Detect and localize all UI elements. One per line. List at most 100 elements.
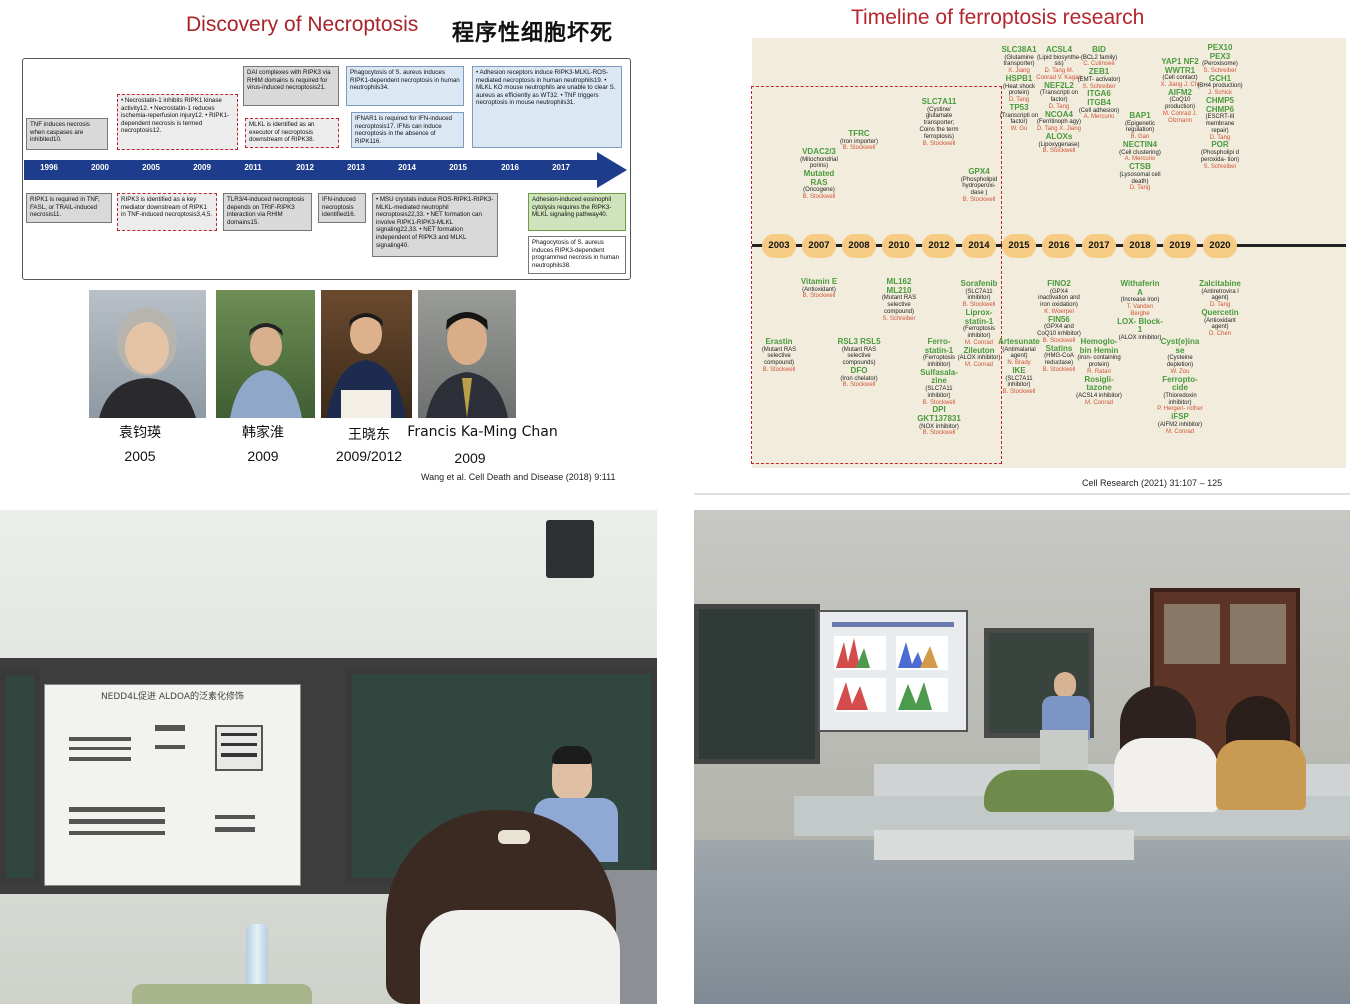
description: (Cell clustering) xyxy=(1119,149,1161,156)
molecule-name: DPI GKT137831 xyxy=(917,405,961,423)
necroptosis-title-cn: 程序性细胞坏死 xyxy=(452,21,614,46)
molecule-name: iFSP xyxy=(1171,412,1189,422)
molecule-name: Zalcitabine xyxy=(1199,279,1241,288)
molecule-name: Artesunate xyxy=(998,337,1040,346)
description: (Transcripti on factor) xyxy=(1039,90,1079,104)
researcher-name: M. Conrad J. Olzmann xyxy=(1162,110,1198,124)
year-label: 2012 xyxy=(296,163,314,172)
molecule-name: ML162 ML210 xyxy=(886,277,912,295)
molecule-name: Hemoglo- bin Hemin xyxy=(1079,337,1119,355)
molecule-name: Sulfasala- zine xyxy=(920,367,958,386)
description: (Iron- containing protein) xyxy=(1077,355,1121,368)
molecule-name: VDAC2/3 xyxy=(802,147,836,156)
researcher-name: D. Tang xyxy=(1209,134,1231,141)
description: (Lipid biosynthe- sis) xyxy=(1036,54,1082,68)
researcher-name: S. Schreiber xyxy=(1082,83,1116,90)
molecule-name: ALOXs xyxy=(1045,131,1073,141)
description: (Peroxisome) xyxy=(1202,61,1238,68)
chalkboard-left xyxy=(694,604,820,764)
molecule-name: RSL3 RSL5 xyxy=(837,337,881,346)
description: (BCL2 family) xyxy=(1080,54,1118,61)
description: (Glutamine transporter) xyxy=(1003,54,1035,68)
ferro-bottom-item: Erastin(Mutant RAS selective compound)B.… xyxy=(756,337,802,374)
desk-top xyxy=(874,830,1134,860)
year-badge: 2014 xyxy=(962,234,996,258)
researcher-name: B. Stockwell xyxy=(962,302,996,309)
description: (Lysosomal cell death) xyxy=(1119,171,1161,185)
description: (CoQ10 production) xyxy=(1164,97,1196,111)
researcher-name: B. Stockwell xyxy=(1042,148,1076,155)
researcher-name: B. Stockwell xyxy=(842,145,876,152)
description: (ALOX inhibitor) xyxy=(1118,334,1162,341)
researcher-name: K. Woerpel xyxy=(1044,308,1074,315)
description: (Thioredoxin inhibitor) xyxy=(1163,392,1197,406)
researcher-name: S. Schreiber xyxy=(1203,67,1237,74)
ferro-top-item: GPX4(Phospholipid hydroperoxi- dase )B. … xyxy=(956,167,1002,204)
researcher-name: M. Conrad xyxy=(964,339,993,346)
molecule-name: Rosigli- tazone xyxy=(1084,374,1114,393)
molecule-name: Quercetin xyxy=(1201,307,1239,317)
necro-top-box-7: • Adhesion receptors induce RIPK3-MLKL-R… xyxy=(472,66,622,148)
molecule-name: Ferro- statin-1 xyxy=(924,337,954,355)
researcher-name: C. Culmsee xyxy=(1083,61,1115,68)
year-label: 1996 xyxy=(40,163,58,172)
year-badge: 2007 xyxy=(802,234,836,258)
description: (SLC7A11 inhibitor) xyxy=(965,288,993,302)
year-badge: 2010 xyxy=(882,234,916,258)
molecule-name: IKE xyxy=(1012,365,1026,375)
molecule-name: FINO2 xyxy=(1047,279,1071,288)
year-badge: 2020 xyxy=(1203,234,1237,258)
ferro-top-item: YAP1 NF2 WWTR1(Cell contact)X. Jiang J. … xyxy=(1157,57,1203,125)
description: (ALOX inhibitor) xyxy=(957,355,1001,362)
year-label: 2015 xyxy=(449,163,467,172)
person-name: Francis Ka-Ming Chan xyxy=(407,424,558,440)
lecture-photo-left: NEDD4L促进 ALDOA的泛素化修饰 xyxy=(0,510,657,1004)
molecule-name: Mutated RAS xyxy=(803,169,835,187)
necroptosis-slide: Discovery of Necroptosis 程序性细胞坏死 TNF ind… xyxy=(0,0,657,500)
description: (ESCRT-III membrane repair) xyxy=(1205,114,1235,134)
molecule-name: Sorafenib xyxy=(960,279,998,288)
description: (Ferritinoph agy) xyxy=(1036,119,1081,126)
portrait-photo xyxy=(89,290,206,418)
necro-bottom-box-5: • MSU crystals induce ROS-RIPK1-RIPK3-ML… xyxy=(372,193,498,257)
researcher-name: M. Conrad xyxy=(1165,428,1194,435)
researcher-name: W. Gu xyxy=(1010,126,1028,133)
molecule-name: Liprox- statin-1 xyxy=(964,307,994,326)
researcher-name: B. Stockwell xyxy=(842,382,876,389)
description: (Increase iron) xyxy=(1120,297,1160,304)
year-badge: 2018 xyxy=(1123,234,1157,258)
necro-top-box-6: IFNAR1 is required for IFN-induced necro… xyxy=(351,112,464,148)
description: (Cell adhesion) xyxy=(1078,107,1120,114)
researcher-name: S. Schreiber xyxy=(882,315,916,322)
researcher-name: D. Tang M. Conrad V. Kagan xyxy=(1036,68,1082,81)
year-label: 2005 xyxy=(142,163,160,172)
necroptosis-citation: Wang et al. Cell Death and Disease (2018… xyxy=(421,472,616,482)
molecule-name: GPX4 xyxy=(968,167,990,176)
ferro-bottom-item: Withaferin A(Increase iron)T. Vanden Ber… xyxy=(1117,279,1163,342)
molecule-name: PEX10 PEX3 xyxy=(1207,43,1233,61)
year-label: 2014 xyxy=(398,163,416,172)
year-badge: 2003 xyxy=(762,234,796,258)
person-year: 2009 xyxy=(454,450,486,466)
molecule-name: NECTIN4 xyxy=(1122,139,1158,149)
person-name: 袁钧瑛 xyxy=(119,425,161,441)
year-label: 2000 xyxy=(91,163,109,172)
ferro-bottom-item: ML162 ML210(Mutant RAS selective compoun… xyxy=(876,277,922,322)
portrait-photo xyxy=(216,290,315,418)
molecule-name: LOX- Block-1 xyxy=(1117,316,1163,335)
molecule-name: Zileuton xyxy=(963,345,995,355)
description: (Ferroptosis inhibitor) xyxy=(922,355,955,368)
year-label: 2009 xyxy=(193,163,211,172)
molecule-name: ACSL4 xyxy=(1045,45,1073,54)
necro-top-box-4: MLKL is identified as an executor of nec… xyxy=(245,118,339,148)
researcher-name: B. Stockwell xyxy=(802,194,836,201)
chalkboard-left xyxy=(0,670,40,884)
ferro-bottom-item: Zalcitabine(Antiretrovira l agent)D. Tan… xyxy=(1197,279,1243,338)
description: (EMT- activator) xyxy=(1077,76,1121,83)
molecule-name: ITGA6 ITGB4 xyxy=(1087,89,1111,107)
necro-top-box-3: DAI complexes with RIPK3 via RHIM domain… xyxy=(243,66,339,106)
researcher-name: B. Stockwell xyxy=(1042,366,1076,373)
molecule-name: CHMP5 CHMP6 xyxy=(1205,95,1234,114)
molecule-name: Ferropto- cide xyxy=(1162,374,1198,393)
